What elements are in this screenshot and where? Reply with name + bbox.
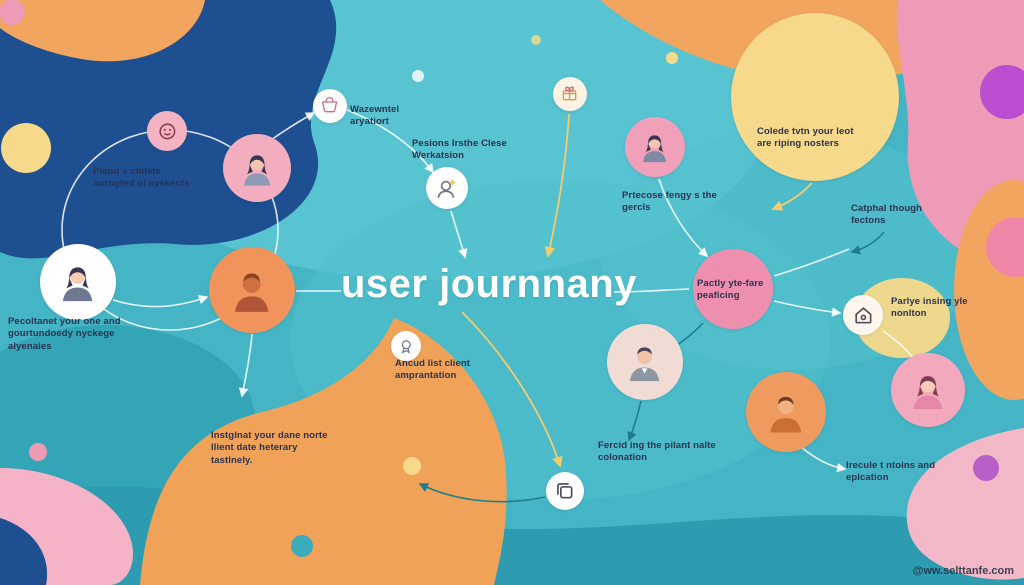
label-fercid: Fercid ing the pilant nalte colonation: [598, 440, 716, 464]
cart-icon: [322, 97, 338, 113]
label-pactly: Pactly yte-fare peaficing: [697, 278, 764, 302]
label-prtecose: Prtecose fengy s the gercls: [622, 190, 717, 214]
watermark: @ww.selttanfe.com: [912, 565, 1014, 577]
node-gift: [553, 77, 587, 111]
label-plan: Pland s chilete aurngted ol ayskects: [93, 166, 190, 190]
node-user-pink2: [891, 353, 965, 427]
node-face: [147, 111, 187, 151]
woman-avatar-icon: [63, 267, 93, 302]
person-idea-icon: [437, 178, 457, 198]
node-user-left: [40, 244, 116, 320]
node-user-right: [625, 117, 685, 177]
node-person-idea: [426, 167, 468, 209]
label-ancud: Ancud list client amprantation: [395, 358, 471, 382]
woman-avatar-icon: [643, 135, 667, 163]
node-user-orange: [209, 247, 295, 333]
node-pink-stage: [693, 249, 773, 329]
badge-icon: [401, 339, 411, 354]
node-copy: [546, 472, 584, 510]
node-user-top: [223, 134, 291, 202]
face-icon: [158, 122, 175, 139]
label-colede: Colede tvtn your leot are riping nosters: [757, 126, 854, 150]
label-wazewntel: Wazewntel aryatiort: [350, 104, 400, 128]
woman-avatar-icon: [913, 376, 943, 410]
label-instglnat: Instglnat your dane norte llient date he…: [211, 430, 328, 466]
page-title: user journnany: [341, 262, 637, 306]
label-irecule: Irecule t ntoins and eplcation: [846, 460, 936, 484]
node-yellow-stage: [731, 13, 899, 181]
label-pecoltanet: Pecoltanet your one and gourtundoedy nyc…: [8, 316, 121, 352]
node-badge: [391, 331, 421, 361]
label-parlye: Parlye insing yle nonlton: [891, 296, 968, 320]
node-cart: [313, 89, 347, 123]
man-avatar-icon: [770, 397, 802, 433]
label-catphal: Catphal though fectons: [851, 203, 923, 227]
node-house: [843, 295, 883, 335]
node-user-orange2: [746, 372, 826, 452]
label-pesions: Pesions Irsthe Clese Werkatsion: [412, 138, 507, 162]
gift-icon: [563, 87, 577, 101]
man-avatar-icon: [235, 273, 269, 313]
house-icon: [854, 306, 871, 323]
node-user-suit: [607, 324, 683, 400]
copy-icon: [557, 483, 573, 499]
woman-avatar-icon: [243, 155, 271, 186]
man-avatar-icon: [630, 347, 660, 382]
